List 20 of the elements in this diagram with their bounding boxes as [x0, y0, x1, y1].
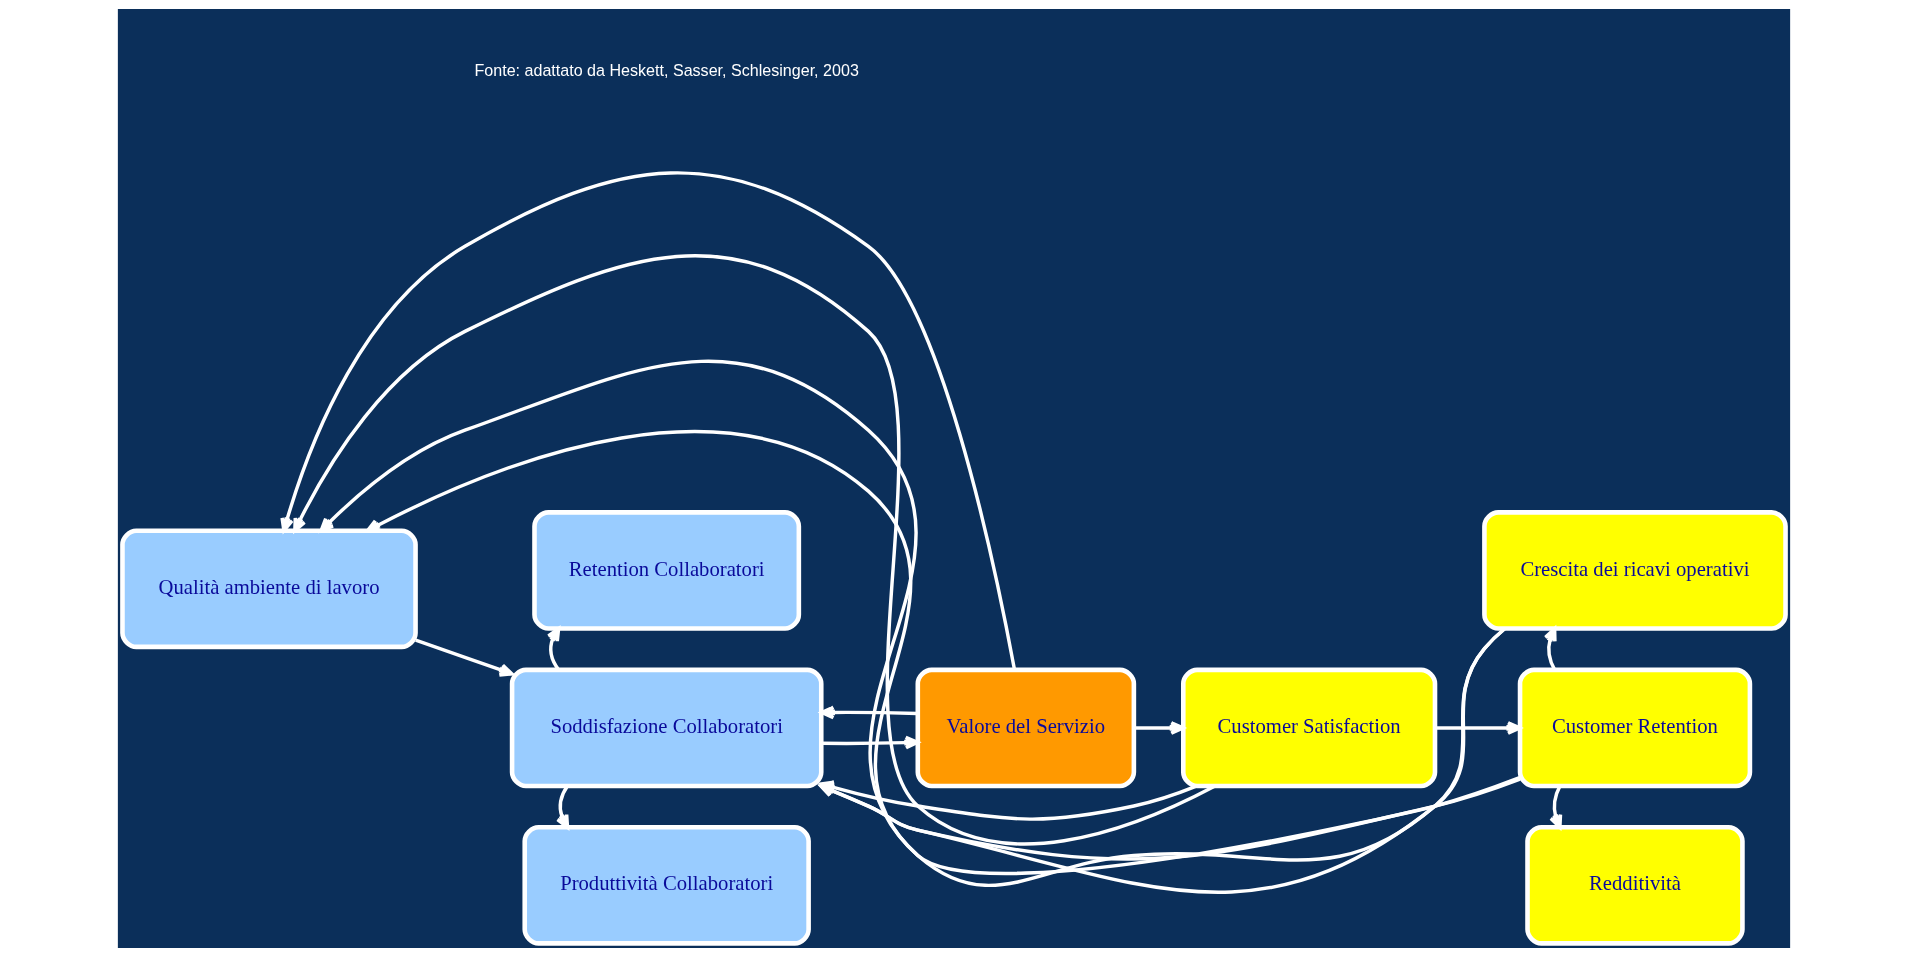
node-box: Customer Retention — [1517, 667, 1753, 788]
node-box: Redditività — [1525, 824, 1745, 946]
arrow — [1435, 720, 1522, 735]
arrow — [1134, 720, 1185, 735]
label: Fonte: adattato da Heskett, Sasser, Schlesinger, 2003 — [474, 60, 859, 79]
arrow — [415, 637, 514, 677]
arrow — [293, 253, 1216, 845]
arrow — [1543, 626, 1557, 671]
node-box: Customer Satisfaction — [1181, 667, 1438, 788]
node-box: Produttività Collaboratori — [522, 824, 811, 946]
arrow — [546, 626, 561, 671]
arrow — [820, 705, 918, 719]
node-box: Qualità ambiente di lavoro — [120, 528, 418, 649]
node-box: Valore del Servizio — [915, 667, 1137, 788]
arrow — [821, 735, 920, 749]
node-box: Retention Collaboratori — [532, 509, 802, 631]
arrow — [280, 170, 1017, 670]
node-box: Soddisfazione Collaboratori — [509, 667, 824, 788]
arrow — [319, 359, 1521, 875]
node-box: Crescita dei ricavi operativi — [1482, 509, 1788, 631]
